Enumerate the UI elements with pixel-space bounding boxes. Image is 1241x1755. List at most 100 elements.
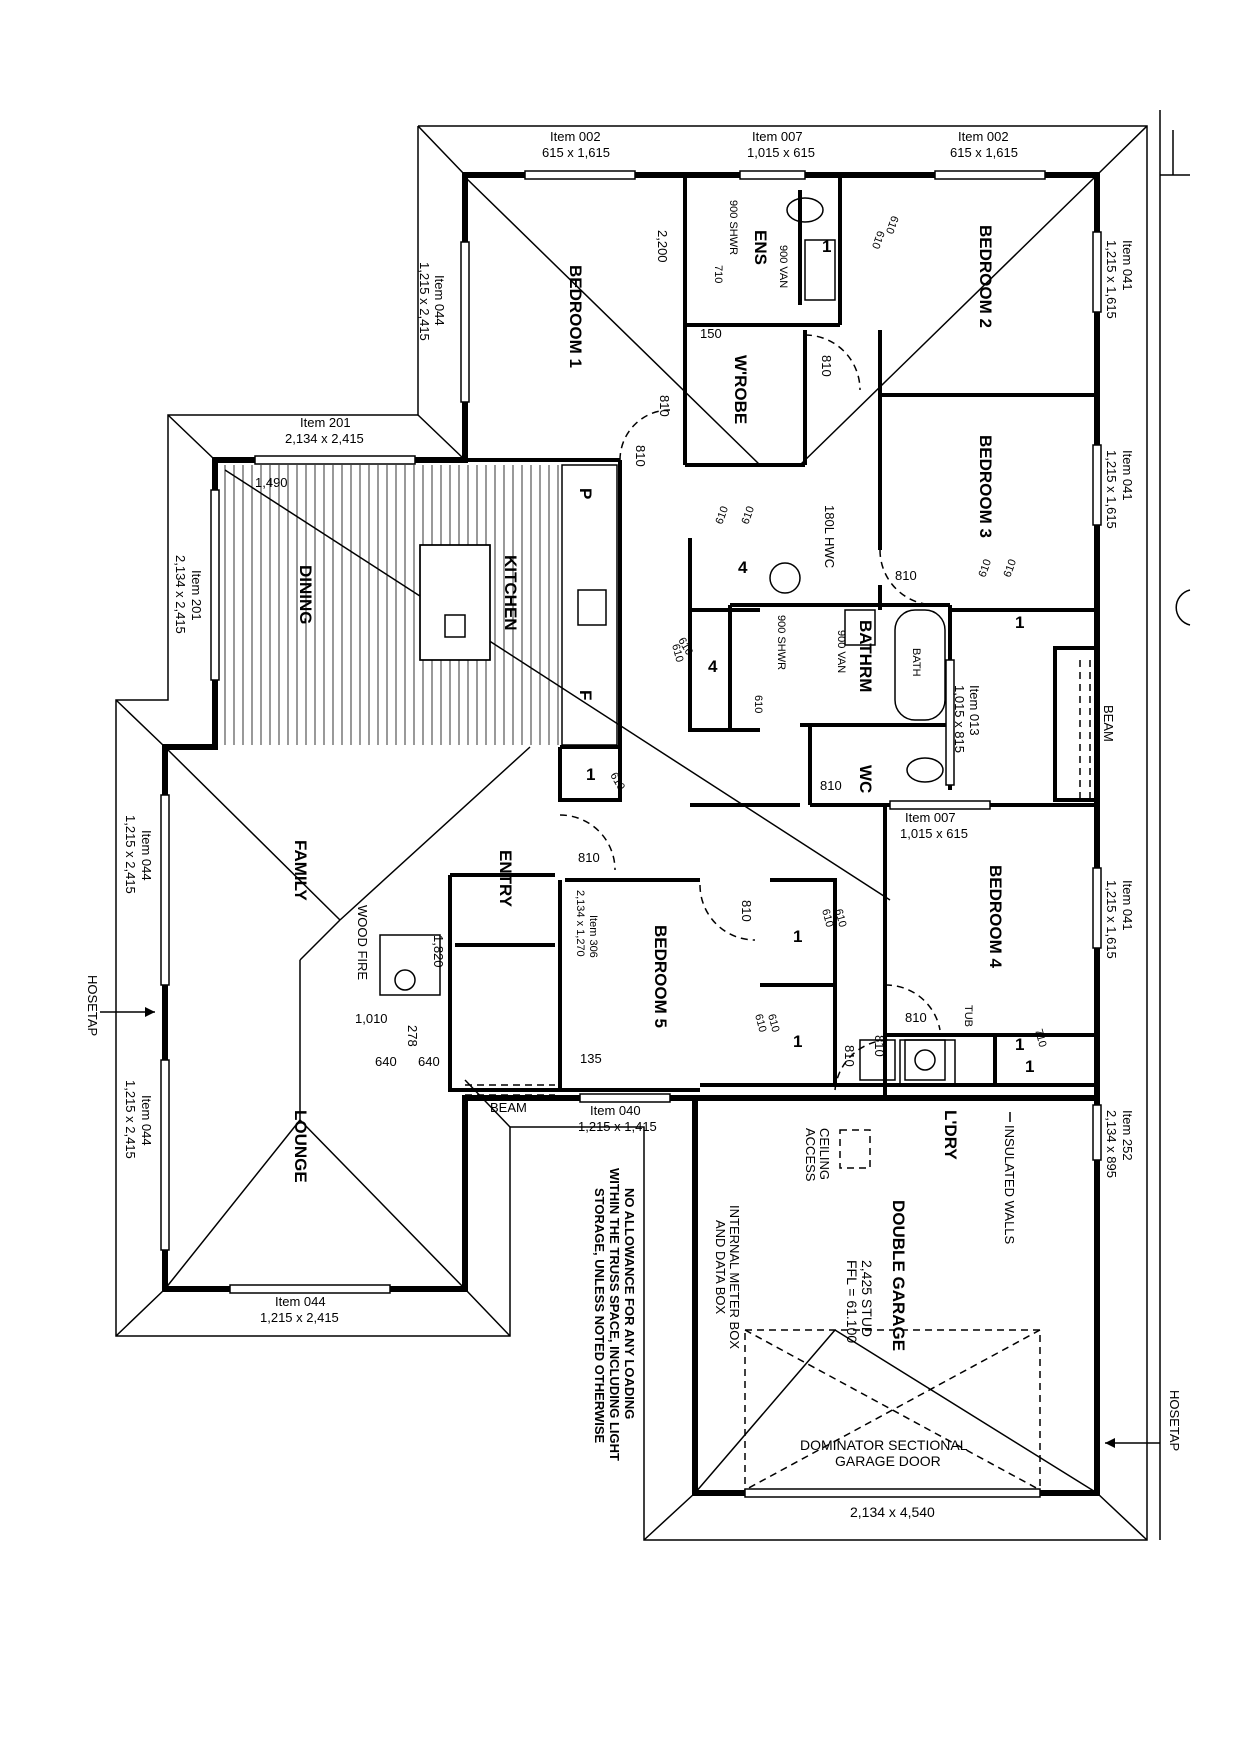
dim-278: 278 (405, 1025, 420, 1047)
room-bedroom4: BEDROOM 4 (986, 865, 1005, 969)
internal-meter-line1: INTERNAL METER BOX (727, 1205, 742, 1349)
wir-label-3: 1 (586, 765, 595, 784)
dim-640a: 640 (375, 1054, 397, 1069)
dim-640b: 640 (418, 1054, 440, 1069)
window-top-left-item: Item 002 (550, 129, 601, 144)
dim-610-hwc-b: 610 (740, 505, 758, 526)
dim-610-linen: 610 (669, 643, 685, 664)
window-top-mid-size: 1,015 x 615 (747, 145, 815, 160)
beam-bottom-label: BEAM (490, 1100, 527, 1115)
garage-door-note-line2: GARAGE DOOR (835, 1453, 941, 1469)
pantry-label: P (576, 488, 595, 499)
window-top-right-size: 615 x 1,615 (950, 145, 1018, 160)
dim-610-bed2a: 610 (883, 214, 901, 235)
dim-150: 150 (700, 326, 722, 341)
garage-door-note-line1: DOMINATOR SECTIONAL (800, 1437, 968, 1453)
window-right-bed2-item: Item 041 (1120, 240, 1135, 291)
dim-810-entry: 810 (578, 850, 600, 865)
beam-right-label: BEAM (1101, 705, 1116, 742)
dim-610-bed5a: 610 (819, 908, 835, 929)
wir-label-6: 1 (1025, 1057, 1034, 1076)
hwc-label: 180L HWC (822, 505, 837, 568)
fridge-label: F (576, 690, 595, 700)
window-lounge-bottom-size: 1,215 x 2,415 (260, 1310, 339, 1325)
door-swings (559, 334, 941, 1091)
dim-610-bed4-top: 610 (607, 771, 627, 793)
window-top-mid-item: Item 007 (752, 129, 803, 144)
window-bathrm-size: 1,015 x 815 (952, 685, 967, 753)
dim-610-bed5c: 610 (765, 1013, 781, 1034)
garage-door-size: 2,134 x 4,540 (850, 1504, 935, 1520)
ceiling-access-line1: CEILING (817, 1128, 832, 1180)
kitchen-island (419, 544, 491, 661)
room-wc: WC (856, 765, 875, 793)
dim-710-ens: 710 (712, 265, 724, 283)
loading-note-line2: WITHIN THE TRUSS SPACE, INCLUDING LIGHT (607, 1168, 622, 1461)
insulated-walls-note: INSULATED WALLS (1002, 1125, 1017, 1245)
window-family-left-size: 1,215 x 2,415 (123, 815, 138, 894)
dim-610-bed4: 610 (752, 1013, 768, 1034)
window-lounge-left-item: Item 044 (139, 1095, 154, 1146)
window-top-left-size: 615 x 1,615 (542, 145, 610, 160)
window-bathrm-item: Item 013 (967, 685, 982, 736)
window-left-bed1-size: 1,215 x 2,415 (417, 262, 432, 341)
window-lounge-left-size: 1,215 x 2,415 (123, 1080, 138, 1159)
window-right-bed3-item: Item 041 (1120, 450, 1135, 501)
dim-810-bed1a: 810 (657, 395, 672, 417)
room-lounge: LOUNGE (291, 1110, 310, 1183)
window-bed4-top-item: Item 007 (905, 810, 956, 825)
room-kitchen: KITCHEN (501, 555, 520, 631)
cupboard-4b: 4 (708, 657, 718, 676)
wir-label-7: 1 (1015, 1035, 1024, 1054)
window-right-bed3-size: 1,215 x 1,615 (1104, 450, 1119, 529)
dim-810-bed3: 810 (895, 568, 917, 583)
dim-610-bed3a: 610 (977, 558, 995, 579)
window-top-right-item: Item 002 (958, 129, 1009, 144)
cupboard-4a: 4 (738, 558, 748, 577)
dim-610-bed2b: 610 (869, 229, 887, 250)
window-labels: Item 002 615 x 1,615 Item 007 1,015 x 61… (123, 129, 1135, 1520)
wir-label-4: 1 (793, 927, 802, 946)
window-bed5-bottom-item: Item 040 (590, 1103, 641, 1118)
dim-1010: 1,010 (355, 1011, 388, 1026)
window-garage-right-size: 2,134 x 895 (1104, 1110, 1119, 1178)
dim-1820: 1,820 (431, 935, 446, 968)
room-double-garage: DOUBLE GARAGE (889, 1200, 908, 1351)
room-bedroom1: BEDROOM 1 (566, 265, 585, 368)
dim-610-bath: 610 (752, 695, 764, 713)
room-ldry: L'DRY (941, 1110, 960, 1160)
room-ens: ENS (751, 230, 770, 265)
room-family: FAMILY (291, 840, 310, 901)
dim-610-bed3b: 610 (1002, 558, 1020, 579)
dim-810-bath: 810 (820, 778, 842, 793)
edge-markers (1159, 110, 1191, 1540)
window-bed5-bottom-size: 1,215 x 1,415 (578, 1119, 657, 1134)
window-right-bed4-item: Item 041 (1120, 880, 1135, 931)
dim-710-ldry: 710 (1032, 1028, 1048, 1049)
window-bed4-top-size: 1,015 x 615 (900, 826, 968, 841)
beams (465, 660, 1091, 1096)
room-bedroom3: BEDROOM 3 (976, 435, 995, 538)
window-dining-left-item: Item 201 (189, 570, 204, 621)
wir-label-2: 1 (1015, 613, 1024, 632)
window-dining-top-item: Item 201 (300, 415, 351, 430)
hosetap-right: HOSETAP (1167, 1390, 1182, 1451)
internal-meter-line2: AND DATA BOX (713, 1220, 728, 1314)
bath-shower-label: 900 SHWR (775, 615, 787, 670)
room-dining: DINING (296, 565, 315, 625)
dim-810-ens: 810 (819, 355, 834, 377)
ens-vanity-label: 900 VAN (777, 245, 789, 288)
ens-shower-label: 900 SHWR (727, 200, 739, 255)
windows (160, 170, 1102, 1294)
bath-label: BATH (910, 648, 922, 677)
dimension-labels: 2,200 150 710 810 810 810 610 610 610 61… (255, 214, 1048, 1076)
fixture-labels: 900 SHWR 900 VAN 900 SHWR 900 VAN BATH 1… (355, 200, 1116, 1115)
tub-label: TUB (962, 1005, 974, 1027)
window-dining-left-size: 2,134 x 2,415 (173, 555, 188, 634)
dim-610-hwc-a: 610 (714, 505, 732, 526)
dim-1490: 1,490 (255, 475, 288, 490)
dim-810-hall: 810 (905, 1010, 927, 1025)
window-right-bed4-size: 1,215 x 1,615 (1104, 880, 1119, 959)
window-family-left-item: Item 044 (139, 830, 154, 881)
